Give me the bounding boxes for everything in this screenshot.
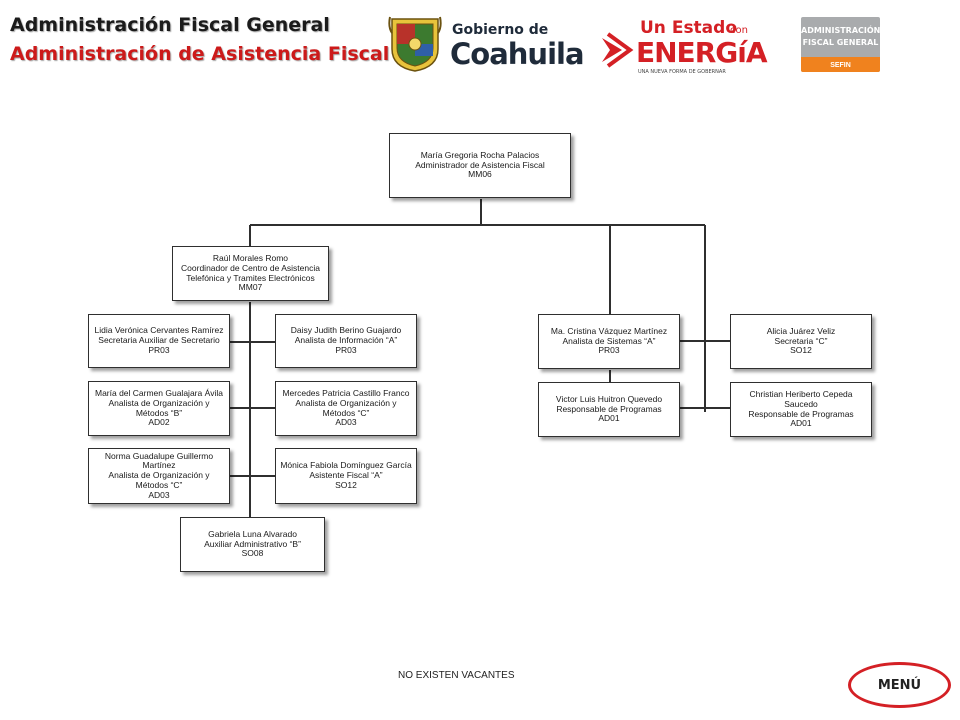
coahuila-seal-icon [388, 16, 442, 72]
center-2-line-4: AD03 [335, 417, 357, 428]
center-2-line-2: Analista de Organización y [295, 397, 397, 408]
org-box-systems-1: Ma. Cristina Vázquez Martínez Analista d… [538, 314, 680, 369]
afg-logo: ADMINISTRACIÓN FISCAL GENERAL SEFIN [801, 17, 880, 72]
org-box-bottom: Gabriela Luna Alvarado Auxiliar Administ… [180, 517, 325, 572]
coordinator-title-2: Telefónica y Tramites Electrónicos [186, 272, 315, 283]
energia-tagline: UNA NUEVA FORMA DE GOBERNAR [638, 69, 726, 75]
vacancies-note: NO EXISTEN VACANTES [398, 670, 515, 681]
left-1-line-1: Lidia Verónica Cervantes Ramírez [94, 325, 224, 336]
left-2-line-4: AD02 [148, 417, 170, 428]
root-name: María Gregoria Rocha Palacios [420, 149, 540, 160]
center-3-line-1: Mónica Fabiola Domínguez García [280, 460, 412, 471]
far-right-1-line-2: Secretaria “C” [774, 335, 828, 346]
left-3-line-4: Métodos “C” [135, 479, 183, 490]
page-title: Administración Fiscal General [10, 14, 330, 36]
center-3-line-2: Asistente Fiscal “A” [309, 470, 383, 481]
systems-2-line-3: AD01 [598, 413, 620, 424]
afg-logo-line1: ADMINISTRACIÓN [801, 26, 880, 35]
left-3-line-5: AD03 [148, 489, 170, 500]
coordinator-code: MM07 [238, 282, 263, 293]
org-box-coordinator: Raúl Morales Romo Coordinador de Centro … [172, 246, 329, 301]
org-box-far-right-2: Christian Heriberto Cepeda Saucedo Respo… [730, 382, 872, 437]
center-1-line-1: Daisy Judith Berino Guajardo [290, 325, 402, 336]
center-1-line-2: Analista de Información “A” [294, 335, 398, 346]
systems-2-line-1: Victor Luis Huitron Quevedo [555, 393, 663, 404]
energia-arrow-icon [602, 38, 622, 62]
root-title: Administrador de Asistencia Fiscal [415, 159, 545, 170]
org-box-left-2: María del Carmen Gualajara Ávila Analist… [88, 381, 230, 436]
left-3-line-3: Analista de Organización y [108, 470, 210, 481]
org-box-center-1: Daisy Judith Berino Guajardo Analista de… [275, 314, 417, 368]
systems-1-line-2: Analista de Sistemas “A” [562, 335, 656, 346]
bottom-line-3: SO08 [241, 548, 264, 559]
center-2-line-3: Métodos “C” [322, 407, 370, 418]
coahuila-logo-text: Coahuila [450, 37, 585, 71]
left-2-line-2: Analista de Organización y [108, 397, 210, 408]
org-box-systems-2: Victor Luis Huitron Quevedo Responsable … [538, 382, 680, 437]
root-code: MM06 [468, 169, 492, 180]
energia-logo: Un Estado con ENERGíA UNA NUEVA FORMA DE… [602, 18, 769, 75]
far-right-2-line-3: Responsable de Programas [748, 408, 854, 419]
center-3-line-3: SO12 [335, 479, 357, 490]
energia-con: con [730, 25, 748, 36]
left-1-line-2: Secretaria Auxiliar de Secretario [98, 335, 220, 346]
afg-logo-line2: FISCAL GENERAL [802, 38, 879, 47]
center-2-line-1: Mercedes Patricia Castillo Franco [282, 387, 410, 398]
systems-1-line-1: Ma. Cristina Vázquez Martínez [550, 325, 668, 336]
org-box-center-2: Mercedes Patricia Castillo Franco Analis… [275, 381, 417, 436]
far-right-2-line-2: Saucedo [784, 398, 818, 409]
energia-line1: Un Estado [640, 18, 737, 38]
far-right-1-line-1: Alicia Juárez Veliz [766, 325, 836, 336]
far-right-2-line-1: Christian Heriberto Cepeda [749, 388, 853, 399]
center-1-line-3: PR03 [335, 344, 357, 355]
afg-logo-band [801, 57, 880, 72]
left-2-line-3: Métodos “B” [135, 407, 183, 418]
org-box-left-3: Norma Guadalupe Guillermo Martínez Anali… [88, 448, 230, 504]
left-1-line-3: PR03 [148, 344, 170, 355]
left-3-line-2: Martínez [142, 460, 176, 471]
left-2-line-1: María del Carmen Gualajara Ávila [94, 387, 224, 398]
far-right-2-line-4: AD01 [790, 418, 812, 429]
far-right-1-line-3: SO12 [790, 345, 812, 356]
coordinator-name: Raúl Morales Romo [212, 252, 289, 263]
org-box-root: María Gregoria Rocha Palacios Administra… [389, 133, 571, 198]
org-box-far-right-1: Alicia Juárez Veliz Secretaria “C” SO12 [730, 314, 872, 369]
org-box-left-1: Lidia Verónica Cervantes Ramírez Secreta… [88, 314, 230, 368]
coahuila-logo-small-text: Gobierno de [452, 22, 549, 38]
page-subtitle: Administración de Asistencia Fiscal [10, 43, 390, 65]
left-3-line-1: Norma Guadalupe Guillermo [104, 450, 214, 461]
systems-2-line-2: Responsable de Programas [556, 403, 662, 414]
bottom-line-1: Gabriela Luna Alvarado [208, 528, 297, 539]
coordinator-title-1: Coordinador de Centro de Asistencia [181, 262, 320, 273]
bottom-line-2: Auxiliar Administrativo “B” [204, 538, 301, 549]
menu-button[interactable]: MENÚ [848, 662, 951, 708]
systems-1-line-3: PR03 [598, 345, 620, 356]
org-box-center-3: Mónica Fabiola Domínguez García Asistent… [275, 448, 417, 504]
afg-logo-sefin: SEFIN [830, 62, 851, 69]
energia-big-text: ENERGíA [636, 36, 768, 69]
